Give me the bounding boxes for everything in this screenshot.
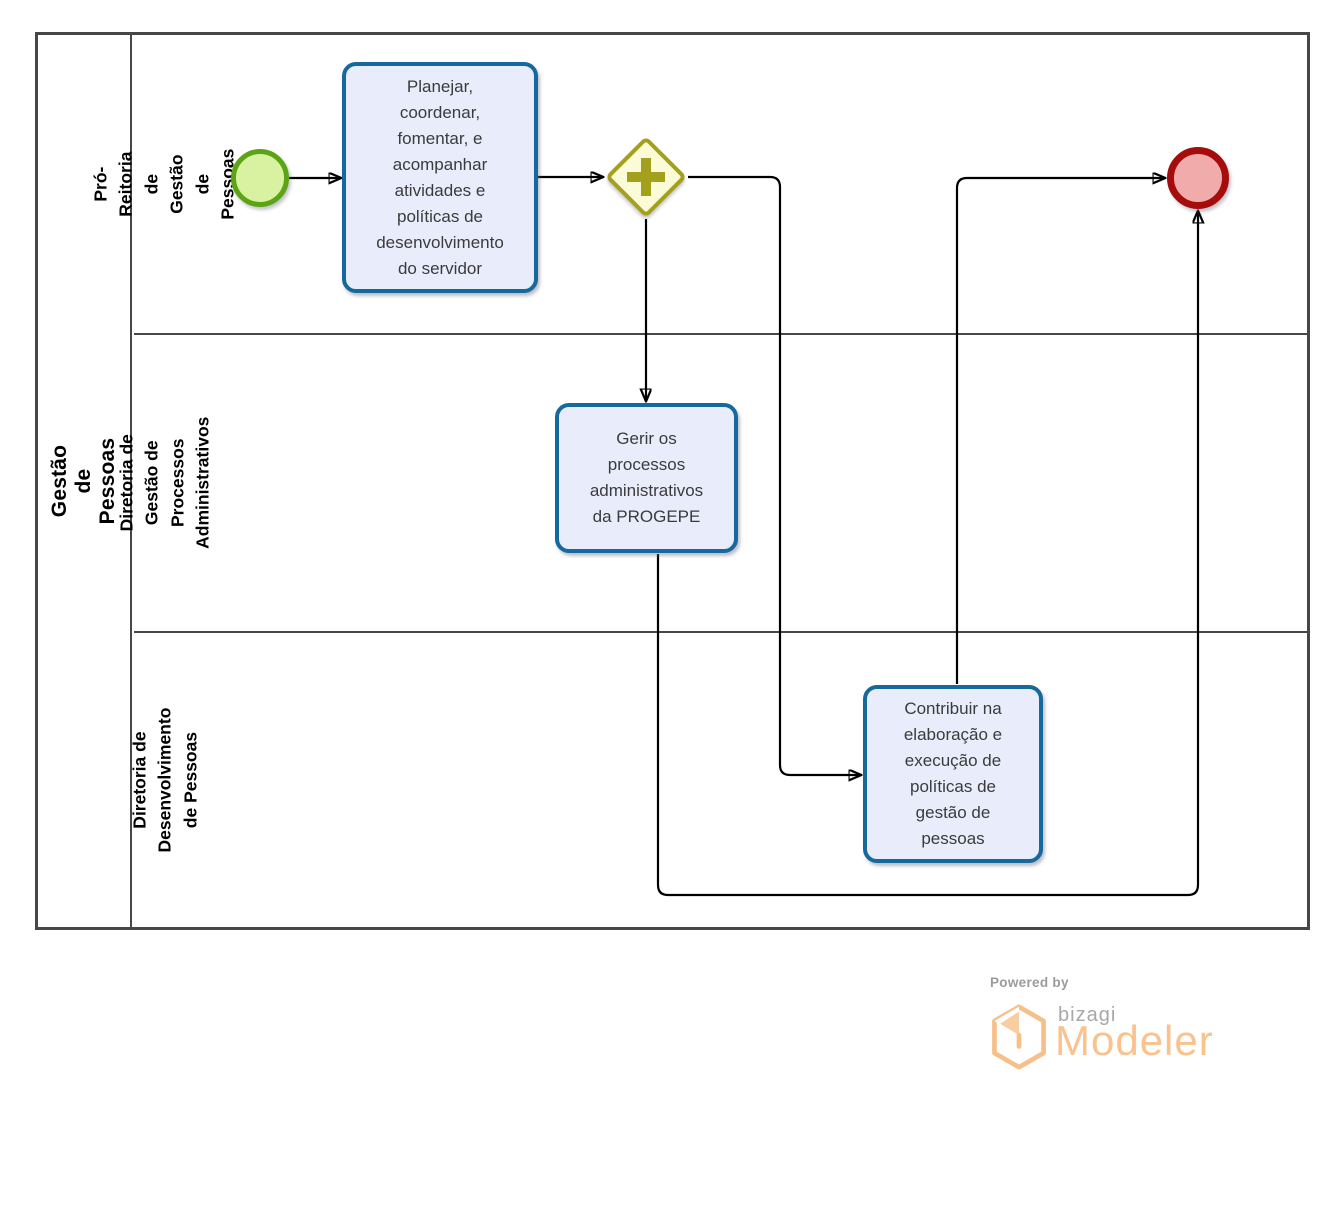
lane-label-strip: Diretoria de Gestão de Processos Adminis…: [116, 335, 212, 631]
lane-label: Diretoria de Desenvolvimento de Pessoas: [128, 707, 200, 853]
lane-label: Pró-Reitoria de Gestão de Pessoas: [90, 148, 238, 220]
plus-icon: [641, 158, 651, 196]
bizagi-modeler-logo: Powered by bizagi Modeler: [986, 975, 1246, 1080]
lane-label: Diretoria de Gestão de Processos Adminis…: [116, 416, 213, 550]
lane-label-strip: Pró-Reitoria de Gestão de Pessoas: [91, 35, 238, 333]
bizagi-hexagon-icon: [992, 1004, 1046, 1070]
lane-label-strip: Diretoria de Desenvolvimento de Pessoas: [129, 633, 200, 927]
task-gerir-processos: Gerir os processos administrativos da PR…: [555, 403, 738, 553]
pool-title-strip: Gestão de Pessoas: [38, 35, 132, 927]
start-event: [231, 149, 289, 207]
parallel-gateway: [604, 135, 688, 219]
end-event: [1167, 147, 1229, 209]
powered-by-label: Powered by: [990, 975, 1069, 990]
modeler-wordmark: Modeler: [1055, 1017, 1214, 1064]
pool-title: Gestão de Pessoas: [48, 437, 119, 525]
task-contribuir: Contribuir na elaboração e execução de p…: [863, 685, 1043, 863]
bizagi-wordmark: bizagi: [1058, 1004, 1117, 1026]
task-planejar: Planejar, coordenar, fomentar, e acompan…: [342, 62, 538, 293]
lane-pro-reitoria: Pró-Reitoria de Gestão de Pessoas: [91, 35, 1307, 335]
lane-diretoria-desenvolvimento: Diretoria de Desenvolvimento de Pessoas: [129, 633, 1307, 927]
